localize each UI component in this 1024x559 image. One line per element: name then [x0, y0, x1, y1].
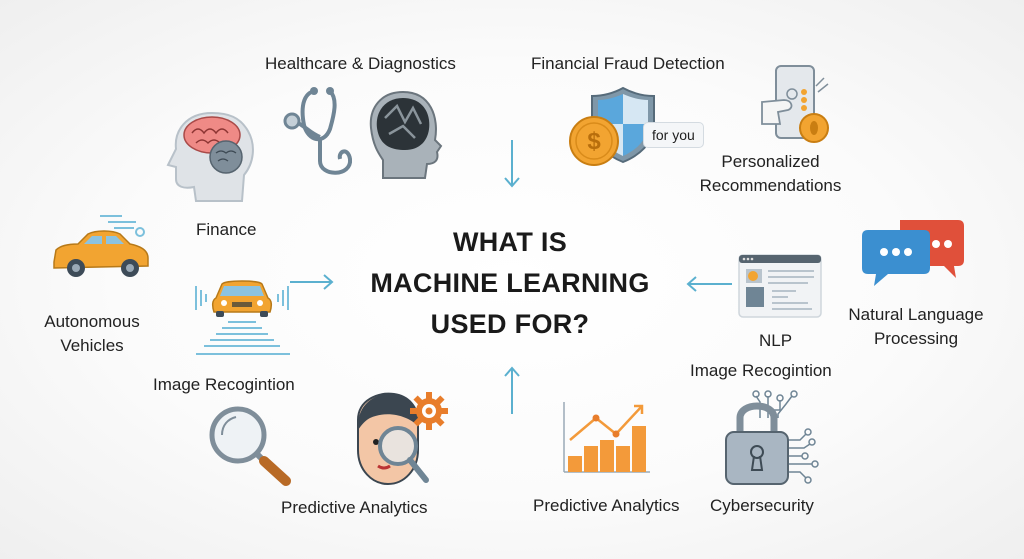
arrow-right-icon	[290, 274, 334, 290]
label-personalized-line1: Personalized	[721, 152, 820, 171]
browser-window-icon	[738, 254, 822, 318]
arrow-left-icon	[686, 276, 732, 292]
arrow-up-icon	[504, 366, 520, 414]
sensor-car-icon	[195, 280, 290, 355]
label-image-recognition-right: Image Recogintion	[690, 361, 832, 380]
label-autonomous-line2: Vehicles	[60, 336, 124, 355]
label-nlp-line1: Natural Language	[848, 305, 984, 324]
magnifier-icon	[209, 406, 291, 486]
title-line-1: WHAT IS	[452, 227, 568, 257]
arrow-down-icon	[504, 140, 520, 188]
svg-text:$: $	[587, 128, 601, 155]
shield-icon	[591, 86, 655, 164]
for-you-bubble: for you	[643, 122, 704, 148]
label-finance: Finance	[196, 220, 257, 239]
label-natural-language-processing: Natural Language Processing	[836, 303, 996, 351]
brain-scan-head-icon	[369, 90, 443, 179]
gear-icon	[410, 392, 448, 430]
central-title: WHAT IS MACHINE LEARNING USED FOR?	[330, 222, 690, 345]
label-autonomous-vehicles: Autonomous Vehicles	[42, 310, 142, 358]
dollar-coin-icon: $	[569, 116, 619, 166]
label-autonomous-line1: Autonomous	[44, 312, 140, 331]
title-line-3: USED FOR?	[430, 309, 590, 339]
for-you-text: for you	[652, 127, 695, 143]
label-nlp-line2: Processing	[873, 329, 959, 348]
car-icon	[53, 215, 149, 277]
label-personalized-line2: Recommendations	[699, 176, 842, 195]
label-predictive-analytics-left: Predictive Analytics	[281, 498, 428, 517]
circuit-lock-icon	[725, 390, 819, 485]
title-line-2: MACHINE LEARNING	[370, 268, 650, 298]
face-scan-icon	[357, 392, 429, 486]
chat-bubbles-icon	[862, 220, 964, 286]
phone-recommendation-icon	[761, 65, 829, 143]
label-predictive-analytics-right: Predictive Analytics	[533, 496, 680, 515]
stethoscope-icon	[283, 87, 352, 175]
label-personalized-recommendations: Personalized Recommendations	[688, 150, 853, 198]
label-nlp-short: NLP	[759, 331, 793, 350]
label-cybersecurity: Cybersecurity	[710, 496, 814, 515]
label-healthcare: Healthcare & Diagnostics	[265, 54, 456, 73]
bar-chart-trend-icon	[563, 402, 650, 473]
label-fraud-detection: Financial Fraud Detection	[531, 54, 725, 73]
label-image-recognition-left: Image Recogintion	[153, 375, 295, 394]
brain-head-icon	[166, 111, 254, 202]
